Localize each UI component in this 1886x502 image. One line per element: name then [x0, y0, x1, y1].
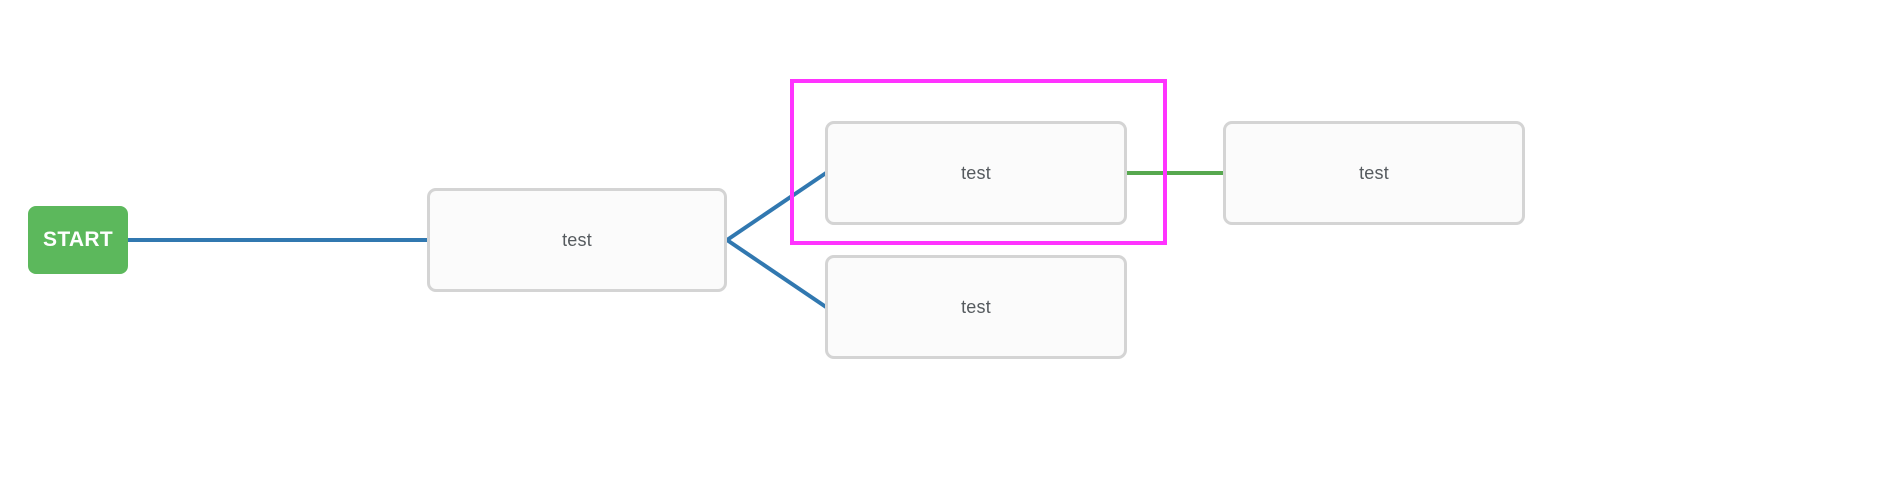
node-task-3[interactable]: test [825, 255, 1127, 359]
node-task-3-label: test [961, 296, 991, 317]
edge-task1-to-task3 [725, 238, 828, 309]
node-task-1[interactable]: test [427, 188, 727, 292]
node-task-2[interactable]: test [825, 121, 1127, 225]
edge-task1-to-task2 [725, 171, 828, 242]
node-task-2-label: test [961, 162, 991, 183]
node-task-1-label: test [562, 229, 592, 250]
node-task-4-label: test [1359, 162, 1389, 183]
node-task-4[interactable]: test [1223, 121, 1525, 225]
node-start-label: START [43, 228, 113, 251]
node-start[interactable]: START [28, 206, 128, 274]
